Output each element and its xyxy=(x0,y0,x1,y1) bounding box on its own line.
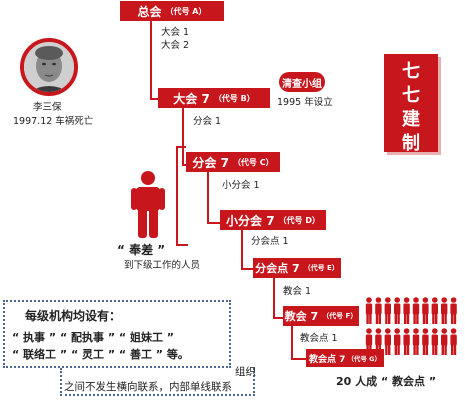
person-icon xyxy=(403,297,410,324)
info-line: “ 联络工 ” “ 灵工 ” “ 善工 ” 等。 xyxy=(12,348,189,361)
person-icon xyxy=(394,328,401,355)
sub-label: 小分会 1 xyxy=(222,180,260,191)
node-church-point: 教会点 7（代号 G） xyxy=(306,349,384,367)
person-icon xyxy=(441,297,448,324)
person-icon xyxy=(441,328,448,355)
person-icon xyxy=(450,297,457,324)
info-box xyxy=(3,300,231,368)
connector-line xyxy=(207,172,209,224)
person-icon xyxy=(384,297,391,324)
title-box: 七 七 建 制 xyxy=(384,54,438,154)
sub-label: 分会点 1 xyxy=(251,236,289,247)
person-icon xyxy=(365,328,373,355)
cleanup-group-badge: 清查小组 xyxy=(279,72,325,92)
node-church: 教会 7（代号 F） xyxy=(283,306,359,326)
info-line: 之间不发生横向联系，内部单线联系 xyxy=(64,381,232,393)
connector-line xyxy=(176,146,186,148)
congregation-caption: 20 人成 “ 教会点 ” xyxy=(336,375,437,388)
person-icon xyxy=(131,171,165,238)
person-icon xyxy=(431,297,438,324)
connector-line xyxy=(291,326,293,360)
person-icon xyxy=(450,328,457,355)
person-icon xyxy=(412,328,420,355)
portrait-photo xyxy=(20,38,78,96)
congregation-crowd xyxy=(365,297,457,355)
info-box-tail xyxy=(60,368,255,396)
person-icon xyxy=(431,328,438,355)
node-major-assembly: 大会 7（代号 B） xyxy=(158,88,270,108)
person-icon xyxy=(394,297,401,324)
person-note: 1997.12 车祸死亡 xyxy=(13,116,94,127)
person-name: 李三保 xyxy=(33,102,62,113)
person-icon xyxy=(412,297,420,324)
connector-line xyxy=(176,244,188,246)
connector-line xyxy=(207,222,223,224)
connector-line xyxy=(150,20,152,100)
connector-line xyxy=(291,358,307,360)
node-general-assembly: 总会（代号 A） xyxy=(120,1,224,21)
face-icon xyxy=(24,42,74,92)
person-icon xyxy=(403,328,410,355)
cleanup-group-note: 1995 年设立 xyxy=(277,97,333,108)
info-line: 每级机构均设有： xyxy=(25,309,122,323)
sub-label: 分会 1 xyxy=(193,116,222,127)
connector-line xyxy=(273,278,275,318)
info-line: 组织 xyxy=(235,366,256,378)
person-icon xyxy=(375,297,382,324)
connector-line xyxy=(241,230,243,270)
sub-label: 教会点 1 xyxy=(300,333,338,344)
person-icon xyxy=(365,297,373,324)
sub-label: 教会 1 xyxy=(283,286,312,297)
envoy-title: “ 奉差 ” xyxy=(117,243,166,257)
person-icon xyxy=(422,297,429,324)
sub-label: 大会 1 xyxy=(161,27,190,38)
connector-line xyxy=(150,98,164,100)
connector-line xyxy=(182,106,184,166)
person-icon xyxy=(384,328,391,355)
sub-label: 大会 2 xyxy=(161,40,190,51)
node-sub-branch: 小分会 7（代号 D） xyxy=(220,210,326,230)
connector-line xyxy=(176,146,178,246)
node-branch-point: 分会点 7（代号 E） xyxy=(253,258,341,278)
person-icon xyxy=(422,328,429,355)
info-line: “ 执事 ” “ 配执事 ” “ 姐妹工 ” xyxy=(12,331,175,344)
connector-line xyxy=(273,317,285,319)
node-branch: 分会 7（代号 C） xyxy=(186,152,280,172)
connector-line xyxy=(241,268,257,270)
envoy-desc: 到下级工作的人员 xyxy=(124,260,201,271)
person-icon xyxy=(375,328,382,355)
